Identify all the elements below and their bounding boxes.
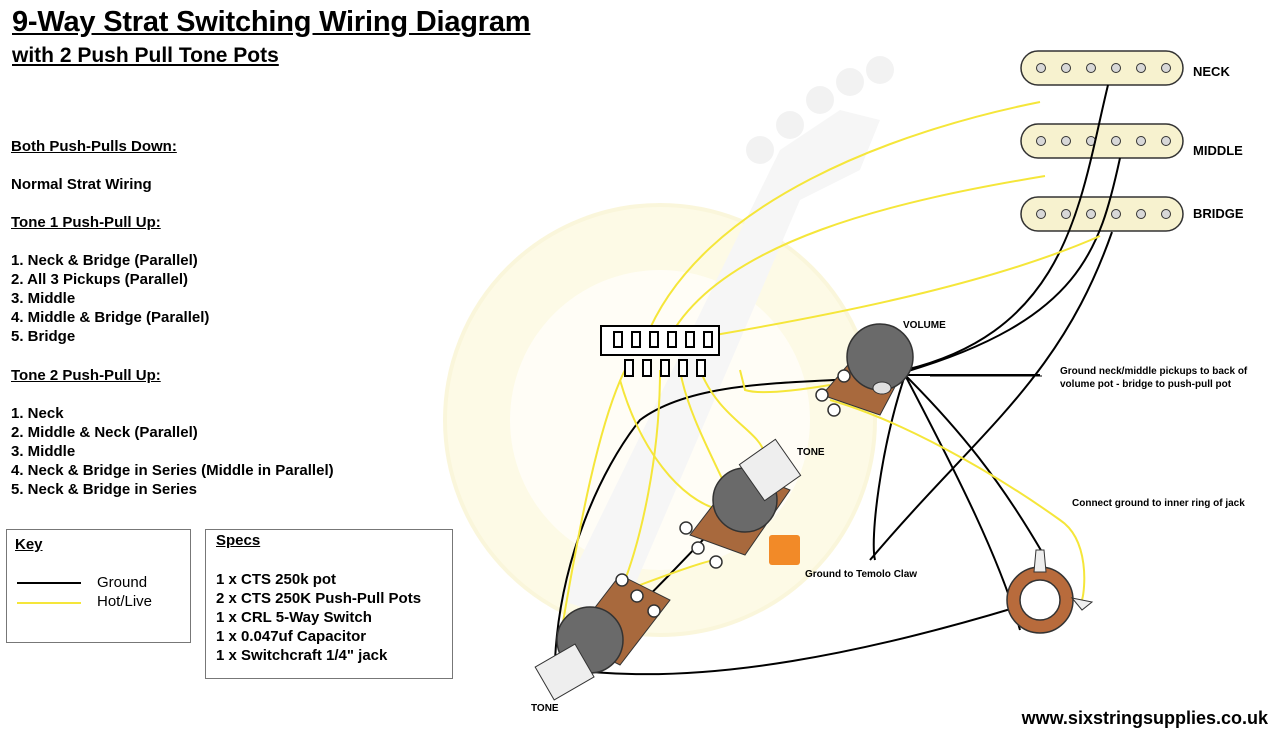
volume-pot — [815, 323, 914, 417]
note-jack: Connect ground to inner ring of jack — [1072, 498, 1245, 509]
instruction-line: Normal Strat Wiring — [11, 176, 152, 193]
ground-wires — [554, 84, 1121, 676]
note-ground-pickups-1: Ground neck/middle pickups to back of — [1060, 366, 1248, 377]
key-ground-label: Ground — [97, 574, 148, 591]
capacitor — [769, 535, 800, 565]
specs-panel: Specs 1 x CTS 250k pot 2 x CTS 250K Push… — [205, 529, 453, 679]
label-tone-lower: TONE — [531, 703, 559, 714]
label-middle: MIDDLE — [1193, 143, 1243, 158]
spec-item: 1 x 0.047uf Capacitor — [216, 628, 367, 645]
ground-swatch — [17, 582, 81, 584]
tone-pot-lower — [534, 573, 671, 701]
spec-item: 1 x Switchcraft 1/4" jack — [216, 647, 388, 664]
five-way-switch — [600, 325, 720, 377]
page-title: 9-Way Strat Switching Wiring Diagram — [12, 6, 531, 38]
instruction-line: 4. Neck & Bridge in Series (Middle in Pa… — [11, 462, 334, 479]
instruction-line: 1. Neck & Bridge (Parallel) — [11, 252, 198, 269]
instruction-heading: Both Push-Pulls Down: — [11, 138, 177, 155]
hot-swatch — [17, 602, 81, 604]
tone-pot-upper — [679, 438, 802, 569]
label-tone-upper: TONE — [797, 447, 825, 458]
label-volume: VOLUME — [903, 320, 946, 331]
spec-item: 1 x CTS 250k pot — [216, 571, 337, 588]
instruction-line: 5. Bridge — [11, 328, 76, 345]
spec-item: 2 x CTS 250K Push-Pull Pots — [216, 590, 422, 607]
page-subtitle: with 2 Push Pull Tone Pots — [12, 44, 279, 67]
note-ground-pickups-2: volume pot - bridge to push-pull pot — [1060, 379, 1232, 390]
instruction-line: 4. Middle & Bridge (Parallel) — [11, 309, 210, 326]
label-neck: NECK — [1193, 64, 1230, 79]
pickup-neck — [1020, 50, 1184, 86]
key-legend: Key Ground Hot/Live — [6, 529, 191, 643]
instruction-line: 2. All 3 Pickups (Parallel) — [11, 271, 189, 288]
website-url[interactable]: www.sixstringsupplies.co.uk — [1021, 708, 1268, 728]
key-hot-label: Hot/Live — [97, 593, 153, 610]
instruction-line: 3. Middle — [11, 290, 76, 307]
pickup-bridge — [1020, 196, 1184, 232]
hot-wires — [559, 101, 1101, 641]
instruction-heading: Tone 2 Push-Pull Up: — [11, 367, 161, 384]
key-title: Key — [15, 536, 43, 553]
instruction-line: 5. Neck & Bridge in Series — [11, 481, 197, 498]
instruction-line: 1. Neck — [11, 405, 64, 422]
instruction-line: 3. Middle — [11, 443, 76, 460]
instruction-heading: Tone 1 Push-Pull Up: — [11, 214, 161, 231]
instruction-line: 2. Middle & Neck (Parallel) — [11, 424, 198, 441]
label-bridge: BRIDGE — [1193, 206, 1244, 221]
pickup-middle — [1020, 123, 1184, 159]
spec-item: 1 x CRL 5-Way Switch — [216, 609, 372, 626]
output-jack — [1006, 549, 1094, 634]
note-tremolo: Ground to Temolo Claw — [805, 569, 917, 580]
specs-title: Specs — [216, 532, 261, 549]
